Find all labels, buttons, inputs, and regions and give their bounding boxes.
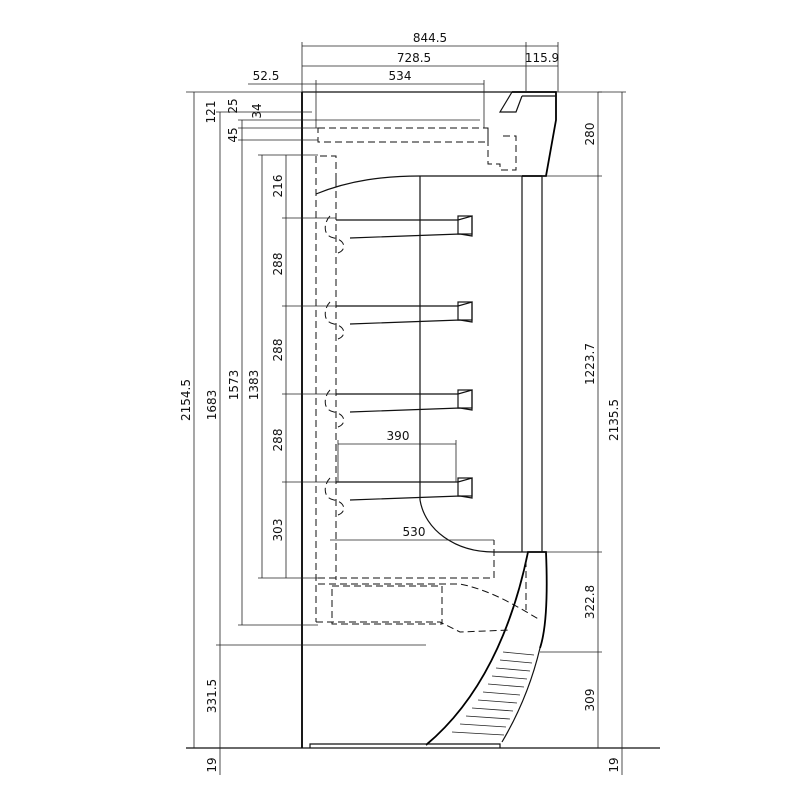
dim-shelf-gap-288-3: 288 — [271, 429, 285, 452]
shelf-2 — [324, 301, 473, 341]
dim-top-inner-depth: 534 — [389, 69, 412, 83]
dim-base-331-5: 331.5 — [205, 679, 219, 713]
shelf-1 — [324, 215, 473, 255]
front-grille-slats — [451, 647, 541, 743]
dim-shelf-gap-303: 303 — [271, 519, 285, 542]
dim-shelf-gap-288-2: 288 — [271, 339, 285, 362]
dim-opening-1223-7: 1223.7 — [583, 343, 597, 385]
dim-lower-322-8: 322.8 — [583, 585, 597, 619]
shelf-4 — [324, 477, 473, 517]
dim-shelf-gap-288-1: 288 — [271, 253, 285, 276]
dim-foot-19-left: 19 — [205, 757, 219, 772]
dim-height-1573: 1573 — [227, 370, 241, 401]
dim-foot-19-right: 19 — [607, 757, 621, 772]
dim-top-34: 34 — [250, 103, 264, 118]
dim-total-2135-5: 2135.5 — [607, 399, 621, 441]
internal-dashed-outlines — [315, 127, 541, 633]
dim-canopy-280: 280 — [583, 123, 597, 146]
dim-top-25: 25 — [226, 98, 240, 113]
dim-height-2154-5: 2154.5 — [179, 379, 193, 421]
dim-shelf-gap-216: 216 — [271, 175, 285, 198]
dimension-lines — [186, 42, 626, 775]
dim-height-1383: 1383 — [247, 370, 261, 401]
dim-top-45: 45 — [226, 127, 240, 142]
dim-top-121: 121 — [204, 101, 218, 124]
dim-top-offset: 52.5 — [253, 69, 280, 83]
cabinet-outline — [186, 91, 660, 749]
dim-plinth-309: 309 — [583, 689, 597, 712]
dim-canopy-overhang: 115.9 — [525, 51, 559, 65]
dimension-labels: 844.5 728.5 115.9 52.5 534 121 25 34 45 … — [179, 31, 621, 773]
shelf-3 — [324, 389, 473, 429]
dim-cabinet-depth: 728.5 — [397, 51, 431, 65]
dim-height-1683: 1683 — [205, 390, 219, 421]
dim-base-shelf-530: 530 — [403, 525, 426, 539]
dim-overall-depth: 844.5 — [413, 31, 447, 45]
dim-shelf-width-390: 390 — [387, 429, 410, 443]
